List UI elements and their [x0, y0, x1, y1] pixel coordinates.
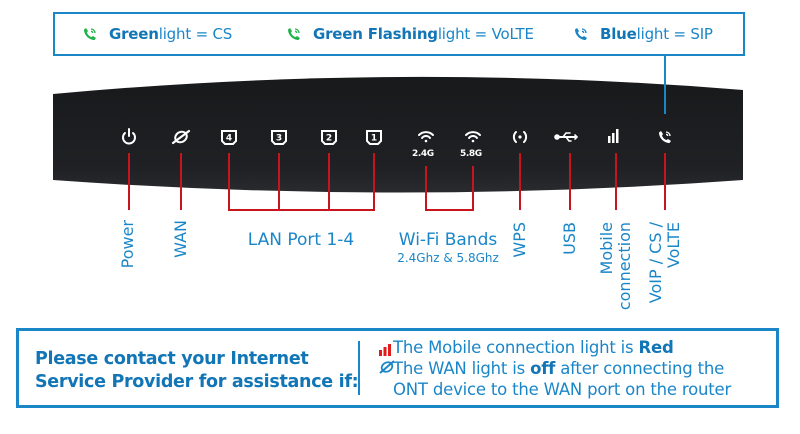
red-callout-lines [128, 153, 666, 211]
legend-text: light = VoLTE [437, 25, 534, 43]
label-usb: USB [560, 222, 579, 255]
svg-text:1: 1 [371, 134, 377, 144]
phone-signal-icon [659, 131, 671, 143]
wan-globe-icon [379, 359, 395, 378]
led-wifi24: 2.4G [412, 147, 434, 159]
condition-wan-off: The WAN light is off after connecting th… [393, 358, 724, 379]
legend-text: light = SIP [636, 25, 713, 43]
label-mobile-line1: Mobile [597, 222, 616, 275]
wifi-band-label: 5.8G [460, 149, 482, 159]
label-wifi: Wi-Fi Bands [398, 230, 498, 250]
usb-icon [554, 132, 579, 142]
help-box: Please contact your Internet Service Pro… [16, 328, 779, 408]
condition-text: after connecting the [555, 359, 725, 378]
led-wifi58: 5.8G [460, 147, 482, 159]
help-title-line2: Service Provider for assistance if: [35, 372, 359, 392]
label-wps: WPS [510, 222, 529, 258]
lan-port-icon: 2 [321, 130, 337, 145]
power-icon [122, 128, 136, 145]
condition-bold: Red [638, 338, 674, 357]
signal-bars-icon [608, 129, 619, 143]
legend-item-blue: Blue light = SIP [574, 14, 713, 54]
divider [358, 341, 360, 395]
svg-text:3: 3 [276, 134, 282, 144]
phone-signal-icon [287, 27, 301, 41]
wifi-band-label: 2.4G [412, 149, 434, 159]
wan-globe-icon [171, 129, 191, 145]
callout-lan [228, 153, 375, 211]
phone-signal-icon [83, 27, 97, 41]
legend-box: Green light = CS Green Flashing light = … [53, 12, 745, 56]
help-title: Please contact your Internet Service Pro… [35, 348, 359, 394]
label-voip-line1: VoIP / CS / [646, 222, 665, 304]
lan-port-icon: 4 [221, 130, 237, 145]
legend-bold: Green Flashing [313, 25, 438, 43]
signal-bars-icon [379, 341, 391, 360]
wifi-icon [465, 131, 481, 143]
legend-text: light = CS [158, 25, 233, 43]
condition-wan-off-line2: ONT device to the WAN port on the router [393, 380, 732, 399]
legend-bold: Blue [600, 25, 637, 43]
svg-text:4: 4 [226, 134, 232, 144]
wifi-icon [418, 131, 434, 143]
label-mobile-line2: connection [615, 222, 634, 311]
lan-port-icon: 1 [366, 130, 382, 145]
svg-text:2: 2 [326, 134, 332, 144]
help-title-line1: Please contact your Internet [35, 349, 309, 369]
label-voip-line2: VoLTE [664, 222, 683, 269]
wps-icon [512, 131, 528, 143]
condition-mobile-red: The Mobile connection light is Red [393, 337, 674, 358]
condition-bold: off [530, 359, 556, 378]
label-lan: LAN Port 1-4 [247, 230, 355, 250]
callout-wifi [425, 166, 474, 211]
label-wifi-sub: 2.4Ghz & 5.8Ghz [397, 251, 499, 265]
legend-bold: Green [109, 25, 159, 43]
phone-signal-icon [574, 27, 588, 41]
legend-item-green: Green light = CS [83, 14, 232, 54]
condition-text: The WAN light is [393, 359, 531, 378]
label-power: Power [118, 220, 137, 269]
condition-text: The Mobile connection light is [393, 338, 639, 357]
legend-item-green-flashing: Green Flashing light = VoLTE [287, 14, 534, 54]
router-body [53, 76, 743, 193]
label-wan: WAN [171, 220, 190, 258]
lan-port-icons: 4 3 2 1 [221, 130, 382, 145]
lan-port-icon: 3 [271, 130, 287, 145]
